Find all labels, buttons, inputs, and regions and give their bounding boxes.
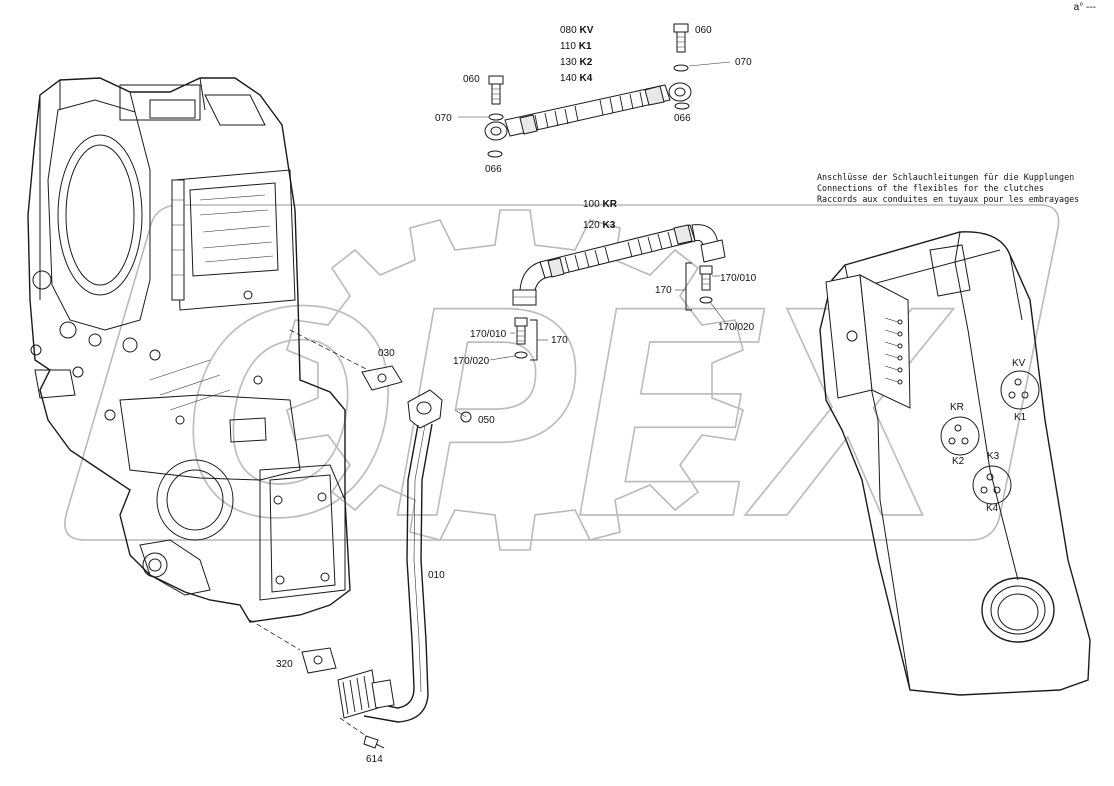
note-line-fr: Raccords aux conduites en tuyaux pour le… (817, 194, 1079, 204)
callout-070-left: 070 (435, 113, 452, 124)
hose-upper-code-list: 080 KV 110 K1 130 K2 140 K4 (560, 25, 594, 84)
banjo-bolt-right (673, 23, 689, 53)
connection-note: Anschlüsse der Schlauchleitungen für die… (817, 172, 1079, 204)
port-disc-k3-k4: K3 K4 (972, 451, 1012, 514)
hose-lower-code-120: 120 K3 (583, 220, 616, 231)
port-disc-kv-k1: KV K1 (1000, 358, 1040, 423)
hose-upper-code-110: 110 K1 (560, 41, 592, 52)
callout-170-010-right: 170/010 (720, 273, 757, 284)
callout-170-020-left: 170/020 (453, 356, 490, 367)
callout-170-right: 170 (655, 285, 672, 296)
port-label-k4: K4 (986, 503, 999, 514)
o-ring-066-right (674, 102, 690, 110)
hose-upper-code-140: 140 K4 (560, 73, 593, 84)
callout-320: 320 (276, 659, 293, 670)
o-ring-070-left (488, 113, 504, 121)
callout-614: 614 (366, 754, 383, 765)
hose-upper-code-080: 080 KV (560, 25, 594, 36)
callout-010: 010 (428, 570, 445, 581)
o-ring-066-left (487, 150, 503, 158)
hose-assembly-upper: 080 KV 110 K1 130 K2 140 K4 (435, 23, 752, 175)
callout-070-right: 070 (735, 57, 752, 68)
hose-lower-code-100: 100 KR (583, 199, 618, 210)
callout-170-left: 170 (551, 335, 568, 346)
pipe-assembly-010: 030 050 010 320 614 (276, 348, 495, 765)
callout-060-left: 060 (463, 74, 480, 85)
hose-upper-code-130: 130 K2 (560, 57, 593, 68)
port-label-k1: K1 (1014, 412, 1027, 423)
port-label-kv: KV (1012, 358, 1026, 369)
gasket-030 (361, 365, 403, 391)
transmission-housing (27, 77, 373, 651)
corner-mark: a° --- (1074, 2, 1096, 13)
port-disc-kr-k2: KR K2 (940, 402, 980, 467)
watermark-plate-outline (64, 204, 1060, 541)
callout-170-020-right: 170/020 (718, 322, 755, 333)
port-label-k2: K2 (952, 456, 965, 467)
port-label-kr: KR (950, 402, 964, 413)
port-label-k3: K3 (987, 451, 1000, 462)
callout-060-right: 060 (695, 25, 712, 36)
o-ring-170-020-right (699, 296, 713, 304)
gasket-320 (301, 647, 337, 674)
callout-050: 050 (478, 415, 495, 426)
o-ring-170-020-left (514, 351, 528, 359)
watermark-gear-outline (286, 209, 744, 551)
hose-assembly-middle: 100 KR 120 K3 170/010 170 170/020 (453, 199, 757, 367)
callout-170-010-left: 170/010 (470, 329, 507, 340)
watermark-text: OPEX (180, 243, 954, 579)
note-line-de: Anschlüsse der Schlauchleitungen für die… (817, 172, 1074, 182)
banjo-bolt-left (488, 75, 504, 105)
o-ring-070-right (673, 64, 689, 72)
callout-030: 030 (378, 348, 395, 359)
callout-066-right: 066 (674, 113, 691, 124)
note-line-en: Connections of the flexibles for the clu… (817, 183, 1044, 193)
valve-block: KV K1 KR K2 K3 K4 (819, 231, 1091, 696)
watermark: OPEX (64, 204, 1060, 580)
callout-066-left: 066 (485, 164, 502, 175)
